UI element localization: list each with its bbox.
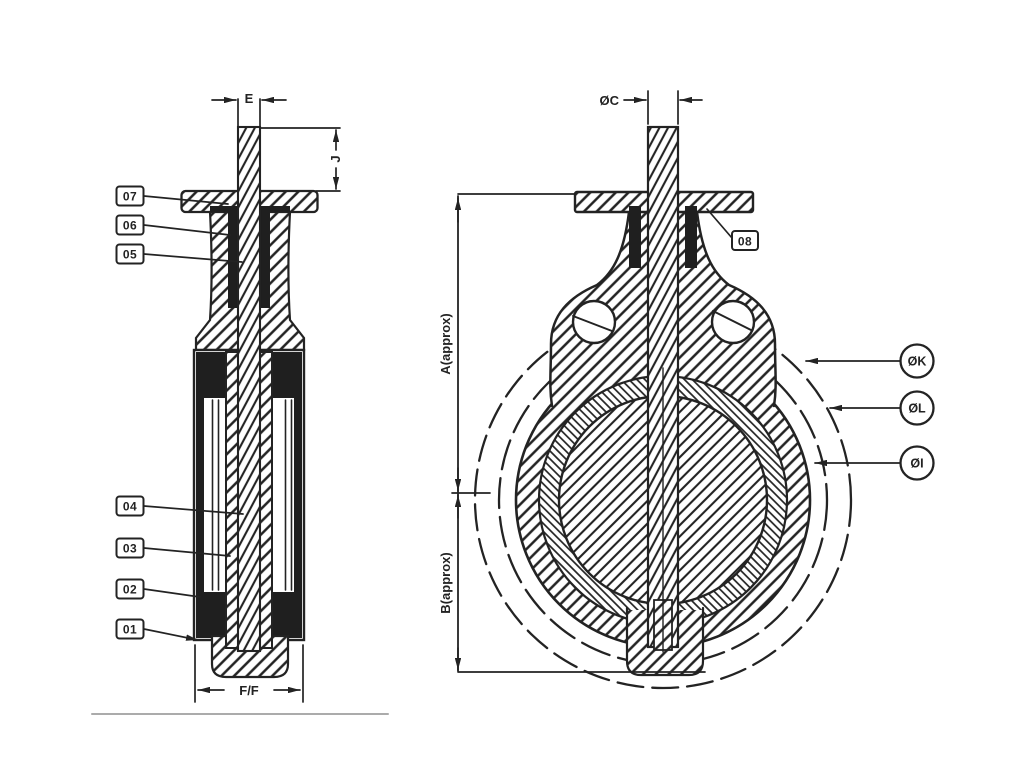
ear-hole-left [571,299,617,345]
right-view-front-section: ØC A(approx) B(approx) 08 ØK [438,90,935,690]
left-packing-right [260,208,270,308]
top-shoulder-outline-right [695,210,777,408]
callout-02: 02 [115,578,201,600]
dia-label-i-text: ØI [910,457,923,471]
dia-label-k: ØK [805,343,935,379]
dim-oc: ØC [600,90,703,125]
callout-01: 01 [115,618,199,641]
callout-06-label: 06 [123,219,137,233]
top-shoulder-outline-left [549,210,631,408]
callout-08: 08 [706,208,759,251]
ear-hole-right-chord [712,310,752,331]
bottom-boss-outline [625,606,705,677]
dia-label-i: ØI [814,445,935,481]
ear-hole-left-chord [572,315,613,332]
dim-j-label: J [328,155,343,162]
callouts: 07 06 05 04 03 [115,185,244,641]
dim-e: E [211,91,287,127]
dim-a-b: A(approx) B(approx) [438,193,706,673]
dim-oc-label: ØC [600,93,620,108]
left-stem [236,125,262,653]
callout-07-label: 07 [123,190,137,204]
callout-04-label: 04 [123,500,137,514]
callout-05: 05 [115,243,243,265]
diameter-labels: ØK ØL ØI [805,343,935,481]
dim-e-label: E [245,91,254,106]
dia-label-l-text: ØL [908,402,926,416]
callout-03: 03 [115,537,231,559]
right-packing-left [629,206,641,268]
callout-05-label: 05 [123,248,137,262]
callout-07: 07 [115,185,229,207]
callout-02-label: 02 [123,583,137,597]
left-seat-liner-left [196,352,238,638]
callout-01-label: 01 [123,623,137,637]
callout-03-label: 03 [123,542,137,556]
dim-j: J [260,127,343,192]
dim-ff-label: F/F [239,683,259,698]
callout-04: 04 [115,495,244,517]
dia-label-k-text: ØK [908,355,927,369]
left-seat-liner-right [260,352,302,638]
callout-08-label: 08 [738,235,752,249]
right-packing-right [685,206,697,268]
dia-label-l: ØL [829,390,935,426]
dim-b-label: B(approx) [438,552,453,613]
left-packing-left [228,208,238,308]
left-seat-edge-lines [211,399,293,591]
dim-ff: F/F [194,644,304,703]
dim-a-label: A(approx) [438,313,453,374]
callout-06: 06 [115,214,231,236]
ear-holes [571,299,756,345]
left-view-side-section: E J F/F 07 [91,91,389,715]
